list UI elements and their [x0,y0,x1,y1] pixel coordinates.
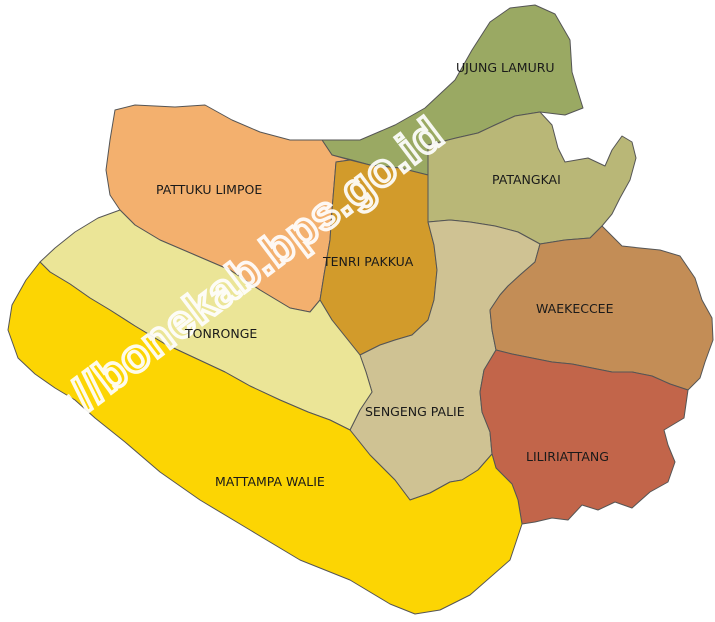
label-tonronge: TONRONGE [184,326,257,341]
label-ujung-lamuru: UJUNG LAMURU [456,60,555,75]
label-liliriattang: LILIRIATTANG [526,449,609,464]
label-sengeng-palie: SENGENG PALIE [365,404,465,419]
label-waekeccee: WAEKECCEE [536,301,614,316]
label-mattampa-walie: MATTAMPA WALIE [215,474,325,489]
label-patangkai: PATANGKAI [492,172,561,187]
label-tenri-pakkua: TENRI PAKKUA [322,254,414,269]
region-mattampa-walie[interactable] [7,261,523,615]
label-pattuku-limpoe: PATTUKU LIMPOE [156,182,262,197]
